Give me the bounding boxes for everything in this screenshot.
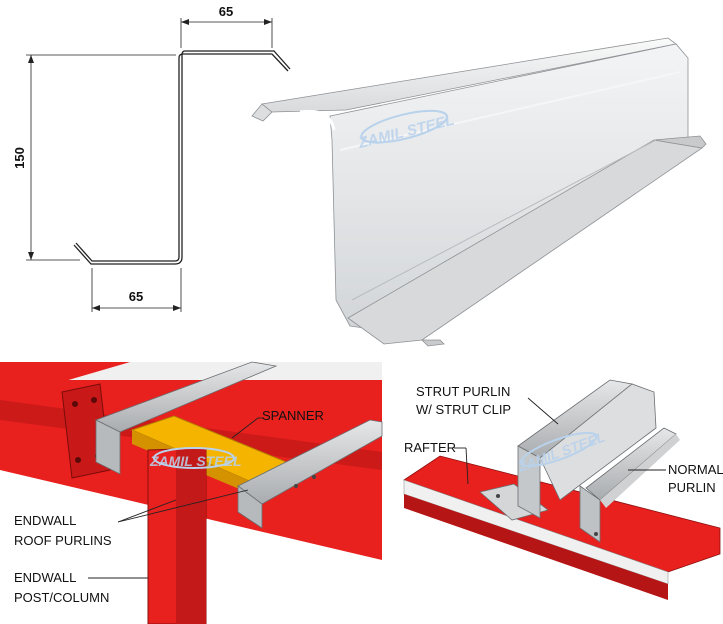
- label-endwall-post-column-1: ENDWALL: [14, 570, 76, 585]
- callout-spanner: SPANNER: [231, 408, 324, 439]
- callout-endwall-post-column: ENDWALL POST/COLUMN: [14, 570, 148, 605]
- label-strut-purlin-2: W/ STRUT CLIP: [416, 402, 511, 417]
- label-spanner: SPANNER: [262, 408, 324, 423]
- label-endwall-roof-purlins-1: ENDWALL: [14, 513, 76, 528]
- svg-text:ZAMIL STEEL: ZAMIL STEEL: [149, 453, 242, 469]
- dim-bottom-flange-label: 65: [129, 289, 143, 304]
- dim-top-flange-label: 65: [219, 4, 233, 19]
- label-normal-purlin-1: NORMAL: [668, 462, 723, 477]
- z-purlin-3d: ZAMIL STEEL: [251, 37, 707, 347]
- label-normal-purlin-2: PURLIN: [668, 480, 716, 495]
- callout-endwall-roof-purlins: ENDWALL ROOF PURLINS: [14, 489, 249, 548]
- endwall-assembly: ZAMIL STEEL: [0, 361, 383, 624]
- callout-strut-purlin: STRUT PURLIN W/ STRUT CLIP: [416, 384, 559, 425]
- label-strut-purlin-1: STRUT PURLIN: [416, 384, 510, 399]
- label-endwall-roof-purlins-2: ROOF PURLINS: [14, 533, 112, 548]
- callout-normal-purlin: NORMAL PURLIN: [628, 462, 723, 495]
- dim-web-height-label: 150: [12, 147, 27, 169]
- label-rafter: RAFTER: [404, 440, 456, 455]
- strut-purlin-assembly: ZAMIL STEEL: [403, 379, 721, 600]
- z-profile-drawing: 65 150 65: [12, 4, 291, 312]
- label-endwall-post-column-2: POST/COLUMN: [14, 590, 109, 605]
- callout-rafter: RAFTER: [404, 440, 469, 485]
- zamil-steel-watermark-2: ZAMIL STEEL: [149, 447, 242, 469]
